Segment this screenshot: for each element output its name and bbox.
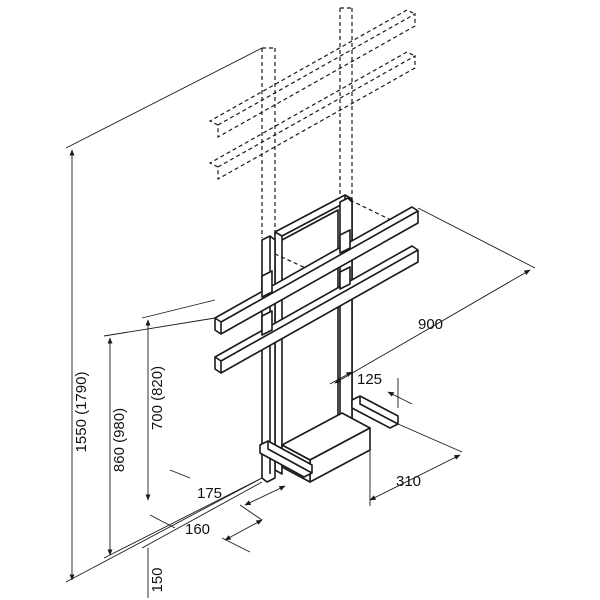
label-width-900: 900 bbox=[418, 316, 443, 333]
dimension-labels: 1550 (1790) 860 (980) 700 (820) 150 900 … bbox=[73, 316, 443, 593]
label-height-150: 150 bbox=[149, 567, 166, 592]
base-shelf bbox=[259, 395, 399, 483]
mounting-rails bbox=[214, 206, 419, 374]
label-height-700: 700 (820) bbox=[149, 366, 166, 430]
dashed-wall-frame bbox=[208, 7, 416, 271]
dimension-lines bbox=[65, 47, 536, 598]
label-depth-310: 310 bbox=[396, 473, 421, 490]
label-depth-125: 125 bbox=[357, 371, 382, 388]
label-total-height: 1550 (1790) bbox=[73, 372, 90, 453]
label-height-860: 860 (980) bbox=[111, 408, 128, 472]
label-dim-160: 160 bbox=[185, 521, 210, 538]
label-dim-175: 175 bbox=[197, 485, 222, 502]
